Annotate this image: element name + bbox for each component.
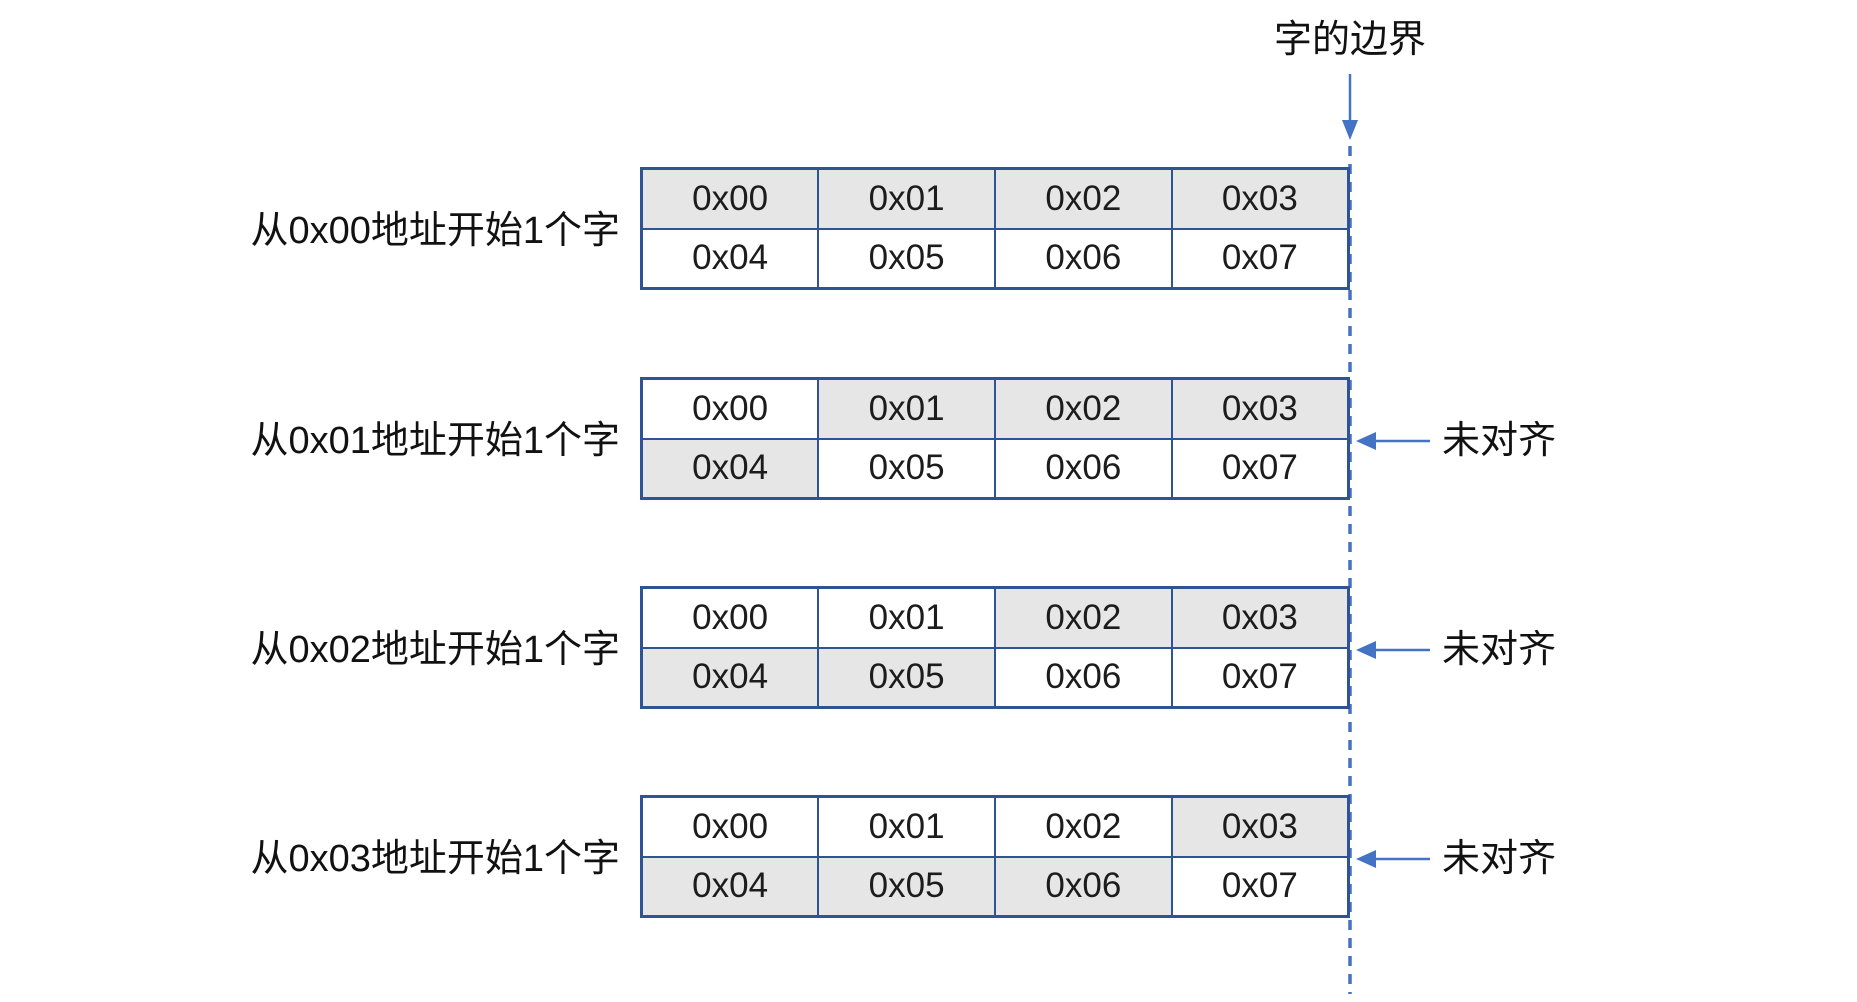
page-title: 字的边界 — [1273, 19, 1426, 61]
byte-cell: 0x00 — [640, 167, 820, 230]
byte-cell: 0x06 — [994, 227, 1173, 290]
byte-cell: 0x05 — [817, 437, 996, 500]
byte-cell: 0x00 — [640, 795, 820, 858]
byte-cell: 0x01 — [817, 795, 996, 858]
memory-table-0x00: 0x00 0x01 0x02 0x03 0x04 0x05 0x06 0x07 — [640, 167, 1350, 290]
byte-cell: 0x07 — [1170, 437, 1350, 500]
row-label: 从0x00地址开始1个字 — [250, 210, 620, 252]
unaligned-label: 未对齐 — [1442, 838, 1557, 880]
left-arrow-icon — [1356, 641, 1430, 659]
byte-cell: 0x04 — [640, 437, 820, 500]
left-arrow-icon — [1356, 850, 1430, 868]
byte-cell: 0x06 — [994, 855, 1173, 918]
down-arrow-icon — [1342, 74, 1358, 140]
byte-cell: 0x01 — [817, 167, 996, 230]
byte-cell: 0x02 — [994, 795, 1173, 858]
unaligned-label: 未对齐 — [1442, 629, 1557, 671]
memory-table-0x03: 0x00 0x01 0x02 0x03 0x04 0x05 0x06 0x07 — [640, 795, 1350, 918]
byte-cell: 0x07 — [1170, 646, 1350, 709]
byte-cell: 0x07 — [1170, 227, 1350, 290]
byte-cell: 0x02 — [994, 167, 1173, 230]
byte-cell: 0x06 — [994, 646, 1173, 709]
row-label: 从0x01地址开始1个字 — [250, 420, 620, 462]
left-arrow-icon — [1356, 432, 1430, 450]
byte-cell: 0x03 — [1170, 586, 1350, 649]
byte-cell: 0x03 — [1170, 167, 1350, 230]
byte-cell: 0x00 — [640, 586, 820, 649]
byte-cell: 0x06 — [994, 437, 1173, 500]
byte-cell: 0x05 — [817, 227, 996, 290]
byte-cell: 0x02 — [994, 586, 1173, 649]
byte-cell: 0x04 — [640, 646, 820, 709]
byte-cell: 0x00 — [640, 377, 820, 440]
row-label: 从0x02地址开始1个字 — [250, 629, 620, 671]
byte-cell: 0x01 — [817, 586, 996, 649]
row-label: 从0x03地址开始1个字 — [250, 838, 620, 880]
byte-cell: 0x01 — [817, 377, 996, 440]
byte-cell: 0x03 — [1170, 795, 1350, 858]
byte-cell: 0x02 — [994, 377, 1173, 440]
byte-cell: 0x04 — [640, 855, 820, 918]
byte-cell: 0x03 — [1170, 377, 1350, 440]
byte-cell: 0x07 — [1170, 855, 1350, 918]
byte-cell: 0x05 — [817, 646, 996, 709]
memory-table-0x02: 0x00 0x01 0x02 0x03 0x04 0x05 0x06 0x07 — [640, 586, 1350, 709]
byte-cell: 0x04 — [640, 227, 820, 290]
memory-table-0x01: 0x00 0x01 0x02 0x03 0x04 0x05 0x06 0x07 — [640, 377, 1350, 500]
byte-cell: 0x05 — [817, 855, 996, 918]
unaligned-label: 未对齐 — [1442, 420, 1557, 462]
